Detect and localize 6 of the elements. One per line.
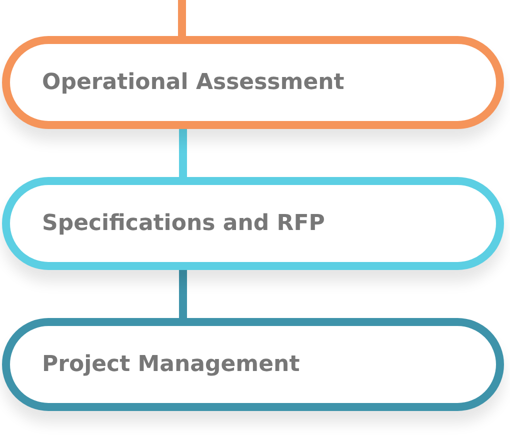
stage-title: Project Management [42, 352, 300, 377]
connector-line [179, 129, 187, 177]
connector-line [178, 0, 186, 36]
stage-title: Specifications and RFP [42, 211, 325, 236]
connector-line [179, 270, 187, 318]
stage-title: Operational Assessment [42, 70, 344, 95]
